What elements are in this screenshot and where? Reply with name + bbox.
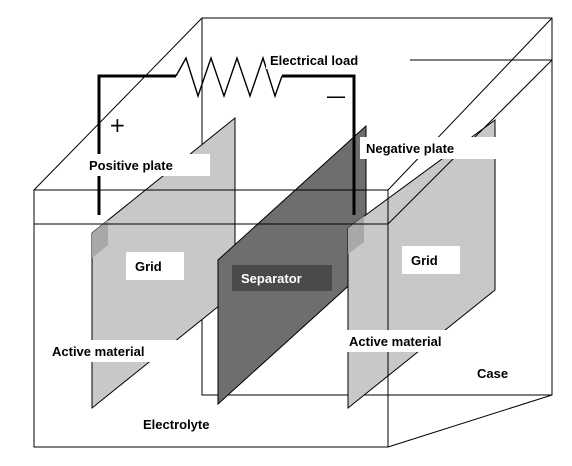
- positive-sign: +: [109, 113, 126, 137]
- positive-plate-label-bg: [84, 154, 210, 176]
- case-edge-bottom-right: [387, 394, 553, 448]
- active-material-right-label: Active material: [349, 334, 442, 349]
- active-material-left-label-bg: [46, 340, 178, 362]
- case-edge-top-right: [387, 17, 553, 191]
- electrical-load-label: Electrical load: [270, 53, 358, 68]
- electrical-load-label-bg: [266, 51, 384, 69]
- grid-right-label-bg: [402, 246, 460, 274]
- negative-sign: —: [326, 84, 346, 108]
- negative-plate-label-bg: [360, 137, 500, 159]
- electrolyte-label: Electrolyte: [143, 417, 209, 432]
- positive-plate-label: Positive plate: [89, 158, 173, 173]
- case-label: Case: [477, 366, 508, 381]
- active-material-left-label: Active material: [52, 344, 145, 359]
- negative-grid-strip: [348, 216, 364, 254]
- negative-lead-wire: [282, 74, 356, 215]
- resistor-symbol: [175, 55, 283, 99]
- grid-left-label-bg: [126, 252, 184, 280]
- negative-plate-label: Negative plate: [366, 141, 454, 156]
- separator-label: Separator: [241, 271, 302, 286]
- case-edge-top-left: [33, 17, 203, 191]
- active-material-right-label-bg: [343, 330, 475, 352]
- separator-label-bg: [232, 265, 332, 291]
- grid-right-label: Grid: [411, 253, 438, 268]
- positive-grid-strip: [92, 220, 108, 258]
- grid-left-label: Grid: [135, 259, 162, 274]
